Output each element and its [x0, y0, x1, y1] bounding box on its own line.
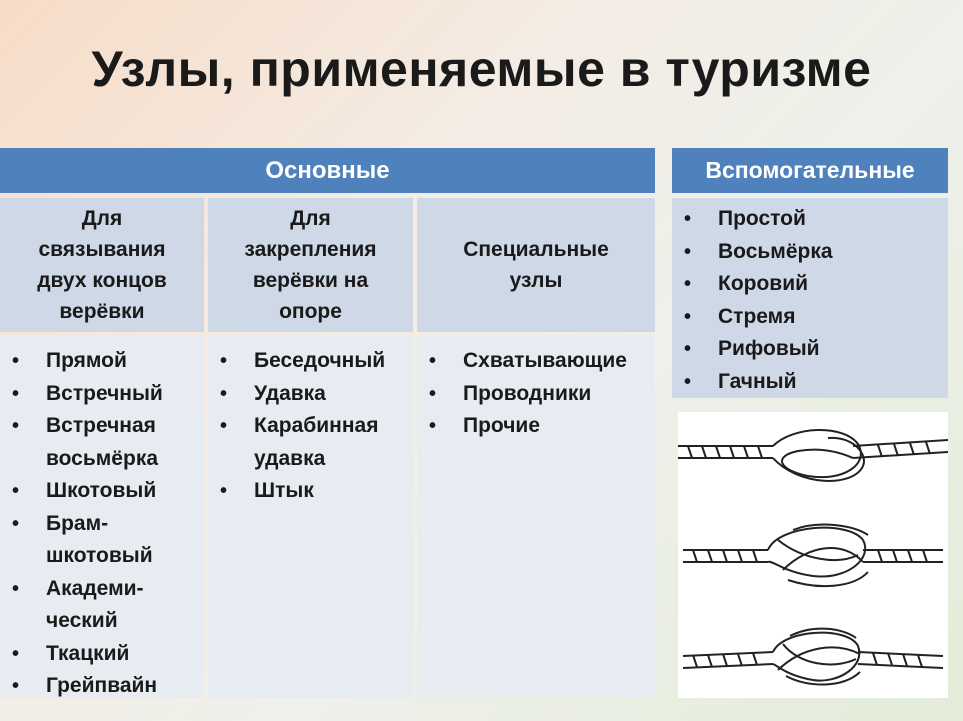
aux-knot-list-item: Рифовый: [684, 333, 948, 366]
knot-list: СхватывающиеПроводникиПрочие: [429, 345, 655, 443]
column-heading-2: Для закрепления верёвки на опоре: [208, 198, 413, 332]
column-body-3: СхватывающиеПроводникиПрочие: [417, 335, 655, 698]
knot-list-item: Карабинная: [220, 410, 413, 443]
knot-list-item: Прямой: [12, 345, 204, 378]
knot-list-item: Ткацкий: [12, 638, 204, 671]
knot-list-item: Штык: [220, 475, 413, 508]
heading-line: закрепления: [244, 238, 377, 261]
heading-line: узлы: [509, 269, 563, 292]
knot-list-item: шкотовый: [46, 544, 153, 567]
column-body-1: ПрямойВстречныйВстречная восьмёркаШкотовы…: [0, 335, 204, 702]
knot-list-item: Встречная: [12, 410, 204, 443]
knot-list-item: Схватывающие: [429, 345, 655, 378]
aux-knot-list-item: Восьмёрка: [684, 236, 948, 269]
column-body-2: БеседочныйУдавкаКарабинная удавкаШтык: [208, 335, 413, 698]
knot-list-item: Встречный: [12, 378, 204, 411]
aux-knot-list-item: Простой: [684, 203, 948, 236]
knot-list-item: Проводники: [429, 378, 655, 411]
knot-list-item: Беседочный: [220, 345, 413, 378]
page-title: Узлы, применяемые в туризме: [91, 41, 872, 97]
knot-list-item: ческий: [46, 609, 118, 632]
heading-line: верёвки на: [252, 269, 369, 292]
heading-line: связывания: [38, 238, 166, 261]
knot-list-item: удавка: [254, 446, 326, 470]
knot-list-item: Брам-: [12, 508, 204, 541]
knot-list-item: Прочие: [429, 410, 655, 443]
knot-list-item: Академи-: [12, 573, 204, 606]
knot-illustrations: [678, 412, 948, 698]
knot-list-item: Шкотовый: [12, 475, 204, 508]
column-heading-3: Специальные узлы: [417, 198, 655, 332]
heading-line: двух концов: [37, 269, 167, 292]
main-header: Основные: [0, 148, 655, 193]
knot-list-item: восьмёрка: [46, 446, 159, 470]
knot-list: БеседочныйУдавкаКарабинная удавкаШтык: [220, 345, 413, 508]
aux-knot-list-item: Стремя: [684, 301, 948, 334]
column-heading-1: Для связывания двух концов верёвки: [0, 198, 204, 332]
heading-line: верёвки: [59, 300, 145, 323]
knot-list-item: Удавка: [220, 378, 413, 411]
aux-knot-list-item: Гачный: [684, 366, 948, 399]
heading-line: Специальные: [463, 238, 609, 261]
knot-figure-eight-loose-icon: [678, 428, 948, 482]
aux-knot-list-item: Коровий: [684, 268, 948, 301]
knot-list: ПрямойВстречныйВстречная восьмёркаШкотовы…: [12, 345, 204, 703]
aux-header: Вспомогательные: [672, 148, 948, 193]
knot-figure-eight-tight-icon: [683, 523, 943, 588]
heading-line: Для: [81, 207, 123, 230]
aux-body: ПростойВосьмёркаКоровийСтремяРифовыйГачн…: [672, 198, 948, 398]
heading-line: Для: [290, 207, 331, 230]
knot-list-item: Грейпвайн: [12, 670, 204, 703]
heading-line: опоре: [279, 300, 342, 323]
aux-knot-list: ПростойВосьмёркаКоровийСтремяРифовыйГачн…: [684, 203, 948, 398]
knot-double-overhand-icon: [682, 627, 944, 686]
